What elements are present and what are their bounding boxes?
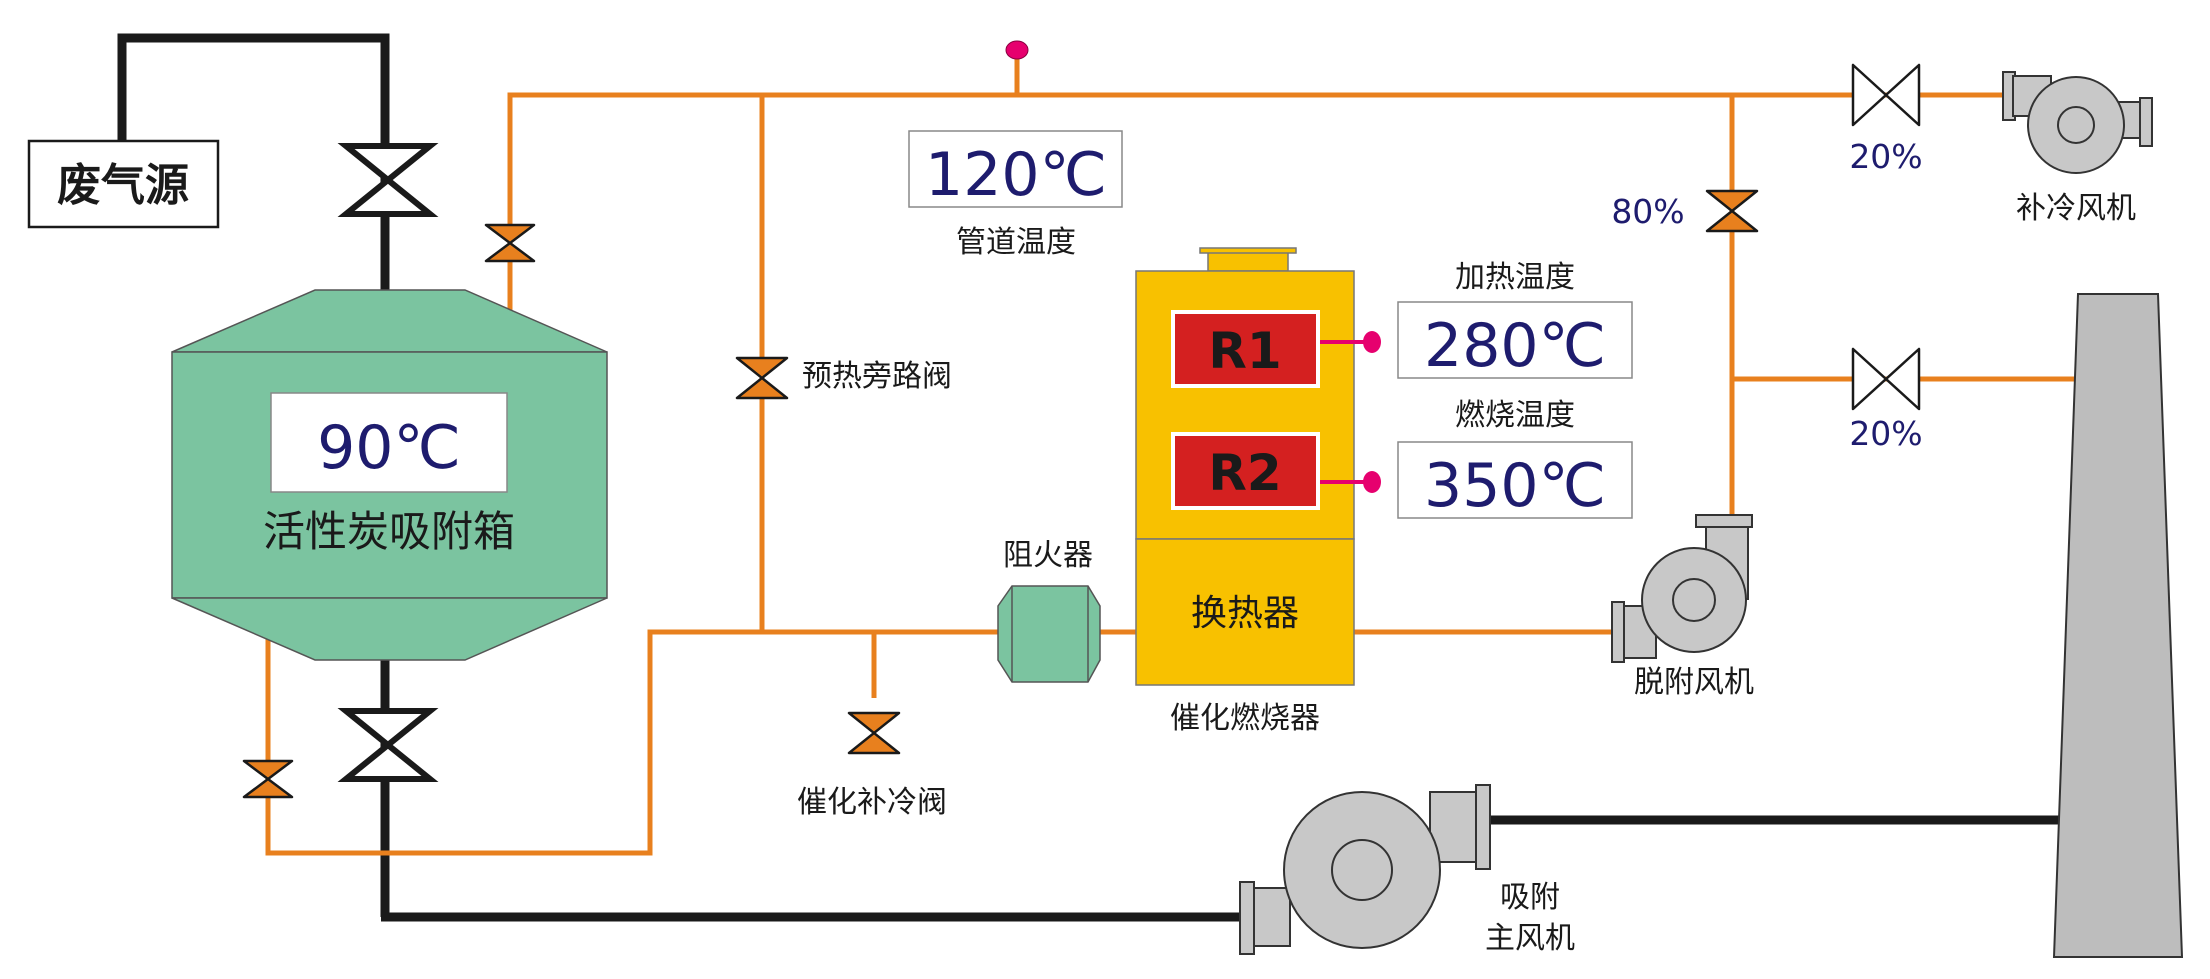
pipe-temperature-value: 120℃: [925, 140, 1107, 210]
heating-temperature-display: 280℃: [1397, 301, 1633, 381]
flame-arrester: [997, 585, 1101, 683]
combustion-temperature-display: 350℃: [1397, 441, 1633, 521]
desorption-fan-label: 脱附风机: [1634, 665, 1754, 700]
flame-arrester-label: 阻火器: [1003, 538, 1093, 573]
carbon-adsorption-box: 90℃ 活性炭吸附箱: [171, 289, 608, 661]
preheat-bypass-valve: [735, 356, 789, 400]
heating-temp-sensor: [1363, 331, 1381, 353]
catalytic-cooling-label: 催化补冷阀: [797, 785, 947, 820]
pipe-temperature-label: 管道温度: [956, 225, 1076, 260]
box-bottom-cone: [171, 597, 608, 661]
stack-branch-valve: [1851, 347, 1921, 411]
main-adsorption-fan: [1239, 784, 1491, 955]
catalytic-cooling-valve: [847, 711, 901, 755]
return-valve: [242, 759, 294, 799]
heater-r1: [1171, 310, 1320, 388]
valve-80-label: 80%: [1611, 192, 1684, 231]
main-fan-label-line2: 主风机: [1485, 921, 1575, 956]
cooling-fan-valve: [1851, 63, 1921, 127]
waste-gas-source: 废气源: [27, 139, 220, 229]
main-fan-label-line1: 吸附: [1500, 880, 1560, 915]
desorption-fan: [1611, 514, 1753, 663]
exhaust-stack: [2052, 293, 2184, 958]
valve-20-top-label: 20%: [1849, 137, 1922, 176]
valve-80: [1705, 189, 1759, 233]
cooling-fan-label: 补冷风机: [2016, 191, 2136, 226]
heat-exchanger-label: 换热器: [1191, 593, 1299, 634]
waste-gas-source-label: 废气源: [57, 160, 189, 211]
heater-r1-label: R1: [1208, 322, 1281, 380]
valve-20-mid-label: 20%: [1849, 414, 1922, 453]
box-label: 活性炭吸附箱: [263, 507, 515, 556]
cooling-fan: [2002, 71, 2153, 174]
bypass-valve: [484, 223, 536, 263]
pipe-temperature-display: 120℃: [908, 130, 1123, 210]
heater-r2: [1171, 432, 1320, 510]
box-temperature: 90℃: [317, 413, 461, 483]
catalytic-burner-label: 催化燃烧器: [1170, 701, 1320, 736]
box-outlet-valve: [346, 711, 430, 779]
preheat-bypass-label: 预热旁路阀: [802, 359, 952, 394]
heat-exchanger: [1135, 538, 1355, 686]
catalytic-burner: R1 R2 换热器: [1135, 247, 1355, 686]
box-top-cone: [171, 289, 608, 353]
combustion-temperature-label: 燃烧温度: [1455, 398, 1575, 433]
source-valve: [346, 146, 430, 214]
heating-temperature-value: 280℃: [1424, 311, 1606, 381]
combustion-temp-sensor: [1363, 471, 1381, 493]
heating-temperature-label: 加热温度: [1455, 260, 1575, 295]
heater-r2-label: R2: [1208, 444, 1281, 502]
combustion-temperature-value: 350℃: [1424, 451, 1606, 521]
pipe-temp-sensor: [1005, 40, 1029, 60]
